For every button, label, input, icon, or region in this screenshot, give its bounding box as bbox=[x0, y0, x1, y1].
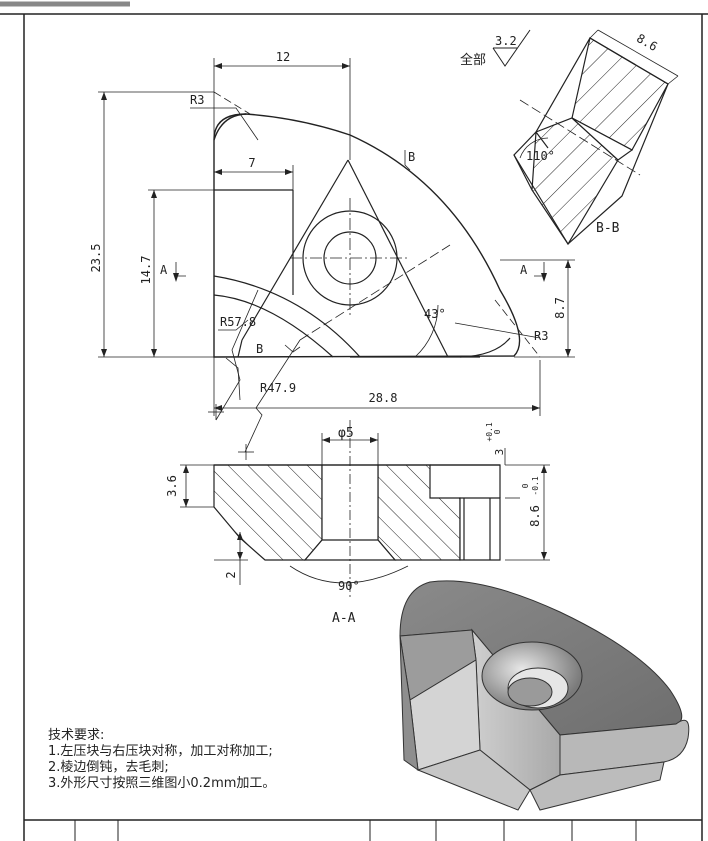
surface-roughness-symbol bbox=[492, 29, 531, 67]
section-a-a-arrowheads bbox=[183, 437, 547, 560]
section-mark-b-top: B bbox=[408, 150, 415, 164]
note-item-3: 3.外形尺寸按照三维图小0.2mm加工。 bbox=[48, 776, 276, 791]
note-item-1: 1.左压块与右压块对称，加工对称加工; bbox=[48, 744, 273, 759]
dim-width-28-8: 28.8 bbox=[369, 391, 398, 405]
top-view bbox=[213, 91, 541, 358]
dim-r47-9: R47.9 bbox=[260, 381, 296, 395]
section-a-a bbox=[213, 464, 501, 561]
notes-title: 技术要求: bbox=[48, 728, 105, 743]
section-mark-a-left: A bbox=[160, 263, 168, 277]
isometric-3d-model bbox=[399, 580, 690, 811]
dim-hole-diameter: φ5 bbox=[338, 426, 354, 441]
dim-angle-43: 43° bbox=[424, 307, 446, 321]
section-title-a-a: A-A bbox=[332, 611, 356, 626]
dim-step-3-6: 3.6 bbox=[165, 475, 179, 497]
dim-height-8-6: 8.6 bbox=[528, 505, 542, 527]
section-mark-b-bottom: B bbox=[256, 342, 263, 356]
section-b-b bbox=[513, 29, 679, 246]
dim-bb-angle: 110° bbox=[526, 149, 555, 163]
section-title-b-b: B-B bbox=[596, 221, 620, 236]
note-item-2: 2.棱边倒钝，去毛刺; bbox=[48, 760, 169, 775]
section-mark-a-right: A bbox=[520, 263, 528, 277]
dim-bb-width: 8.6 bbox=[634, 31, 660, 54]
dim-height-2: 2 bbox=[224, 571, 238, 578]
top-view-dimensions bbox=[98, 58, 575, 460]
dim-tol-3: 3 bbox=[493, 449, 506, 456]
dim-tol-3-upper: +0.1 bbox=[485, 422, 494, 441]
dim-tol-8-6-upper: 0 bbox=[521, 483, 530, 488]
roughness-value: 3.2 bbox=[495, 34, 517, 48]
dim-inner-width: 7 bbox=[248, 156, 255, 170]
dim-r3-top: R3 bbox=[190, 93, 204, 107]
dim-angle-90: 90° bbox=[338, 579, 360, 593]
dim-r3-right: R3 bbox=[534, 329, 548, 343]
technical-requirements: 技术要求: 1.左压块与右压块对称，加工对称加工; 2.棱边倒钝，去毛刺; 3.… bbox=[48, 728, 275, 792]
dim-total-height: 23.5 bbox=[89, 244, 103, 273]
dim-inner-height: 14.7 bbox=[139, 256, 153, 285]
dim-height-8-7: 8.7 bbox=[553, 297, 567, 319]
dim-tol-3-lower: 0 bbox=[493, 429, 502, 434]
dim-r57-8: R57.8 bbox=[220, 315, 256, 329]
roughness-label: 全部 bbox=[460, 52, 486, 68]
dim-tol-8-6-lower: -0.1 bbox=[531, 476, 540, 495]
top-view-arrowheads bbox=[101, 63, 571, 411]
dim-top-width: 12 bbox=[276, 50, 290, 64]
